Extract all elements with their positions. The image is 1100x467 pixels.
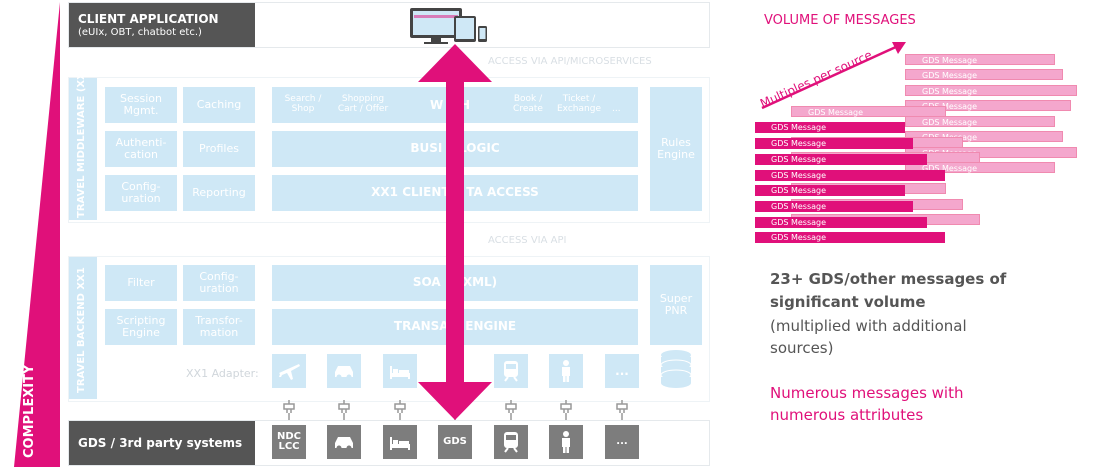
session-management-box: Session Mgmt. — [105, 87, 177, 123]
person-icon — [562, 360, 570, 382]
volume-highlight: Numerous messages with numerous attribut… — [770, 384, 964, 424]
adapter-person — [549, 354, 583, 388]
filter-box: Filter — [105, 265, 177, 301]
client-application-panel — [69, 3, 255, 47]
hotel-bed-icon — [390, 366, 410, 379]
adapter-train — [494, 354, 528, 388]
message-item: GDS Message — [755, 232, 945, 243]
volume-headline: 23+ GDS/other messages of significant vo… — [770, 270, 1007, 311]
gds-ndc-lcc: NDC LCC — [272, 425, 306, 459]
super-pnr-label: Super PNR — [659, 292, 693, 318]
backend-configuration-box: Config-uration — [183, 265, 255, 301]
adapter-more-label: ... — [615, 364, 629, 378]
message-item: GDS Message — [755, 154, 927, 165]
backend-label-strip — [69, 257, 97, 399]
airplane-icon — [279, 364, 300, 380]
volume-title: VOLUME OF MESSAGES — [764, 13, 916, 28]
gds-car — [327, 425, 361, 459]
gds-panel — [69, 421, 255, 465]
workflow-overlay: W H — [430, 98, 470, 112]
client-application-subtitle: (eUIx, OBT, chatbot etc.) — [78, 27, 202, 38]
message-item: GDS Message — [755, 185, 905, 196]
message-item: GDS Message — [905, 54, 1055, 65]
message-item: GDS Message — [905, 69, 1063, 80]
reporting-box: Reporting — [183, 175, 255, 211]
message-item: GDS Message — [755, 170, 945, 181]
complexity-wedge — [14, 2, 60, 467]
caching-box: Caching — [183, 87, 255, 123]
gds-person — [549, 425, 583, 459]
scripting-engine-box: Scripting Engine — [105, 309, 177, 345]
message-item: GDS Message — [905, 162, 1055, 173]
multiples-arrow — [761, 42, 906, 110]
workflow-item-search: Search / Shop — [284, 94, 322, 114]
hotel-bed-icon — [390, 437, 410, 450]
middleware-label-strip — [69, 78, 97, 220]
adapter-label: XX1 Adapter: — [186, 367, 259, 380]
configuration-box: Config-uration — [105, 175, 177, 211]
adapter-hotel — [383, 354, 417, 388]
middleware-label: TRAVEL MIDDLEWARE (XX1) — [76, 60, 87, 218]
gds-more: ... — [605, 425, 639, 459]
adapter-car — [327, 354, 361, 388]
authentication-box: Authenti-cation — [105, 131, 177, 167]
separator-api-microservices: ACCESS VIA API/MICROSERVICES — [488, 56, 652, 67]
message-item: GDS Message — [755, 201, 913, 212]
message-item: GDS Message — [755, 217, 927, 228]
train-icon — [504, 361, 518, 382]
message-item: GDS Message — [905, 116, 1055, 127]
client-application-bar: CLIENT APPLICATION (eUIx, OBT, chatbot e… — [68, 2, 710, 48]
gds-train — [494, 425, 528, 459]
message-item: GDS Message — [791, 106, 946, 117]
rules-engine-box: Rules Engine — [650, 87, 702, 211]
adapter-more: ... — [605, 354, 639, 388]
gds-hotel — [383, 425, 417, 459]
gds-gds: GDS — [438, 425, 472, 459]
workflow-item-book: Book / Create — [513, 94, 543, 114]
backend-label: TRAVEL BACKEND XX1 — [76, 267, 87, 393]
devices-icon — [410, 8, 487, 44]
message-item: GDS Message — [755, 138, 913, 149]
car-icon — [335, 437, 353, 451]
person-icon — [562, 431, 570, 453]
adapter-flight — [272, 354, 306, 388]
super-pnr-box: Super PNR — [650, 265, 702, 345]
volume-subtext: (multiplied with additional sources) — [770, 317, 967, 357]
car-icon — [335, 366, 353, 380]
workflow-item-shopping: Shopping Cart / Offer — [337, 94, 389, 114]
workflow-item-ticket: Ticket / Exchange — [557, 94, 601, 114]
message-item: GDS Message — [755, 122, 905, 133]
client-application-title: CLIENT APPLICATION — [78, 12, 219, 26]
profiles-box: Profiles — [183, 131, 255, 167]
separator-api: ACCESS VIA API — [488, 235, 567, 246]
message-item: GDS Message — [905, 100, 1071, 111]
message-item: GDS Message — [905, 85, 1077, 96]
double-arrow-icon — [418, 44, 492, 420]
workflow-item-more: ... — [612, 104, 621, 114]
gds-label: GDS / 3rd party systems — [78, 436, 243, 450]
transformation-box: Transfor-mation — [183, 309, 255, 345]
complexity-label: COMPLEXITY — [22, 364, 37, 458]
train-icon — [504, 432, 518, 453]
database-icon — [660, 350, 692, 388]
